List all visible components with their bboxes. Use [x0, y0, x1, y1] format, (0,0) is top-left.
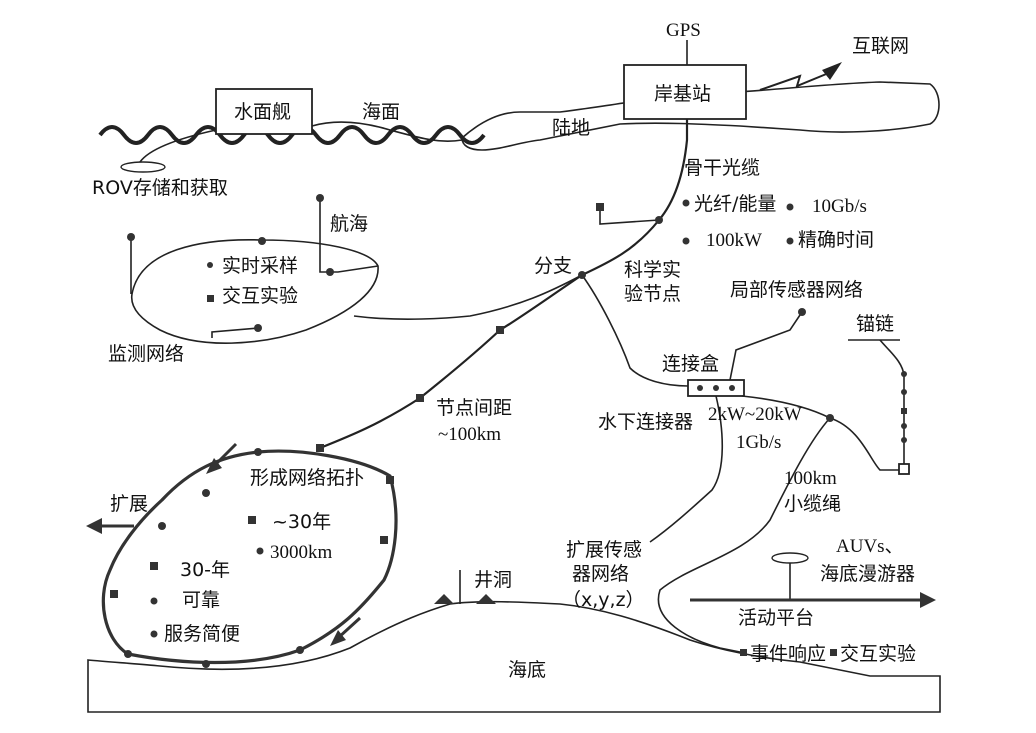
cable-length-label-2: 小缆绳: [784, 493, 841, 515]
monitoring-net-label: 监测网络: [108, 343, 184, 365]
auvs-label-1: AUVs、: [836, 536, 904, 557]
internet-arrowhead: [822, 62, 842, 80]
sea-surface-wave: [98, 125, 486, 145]
borehole-marker-right: [476, 594, 496, 604]
junction-port-3: [729, 385, 735, 391]
backbone-label: 骨干光缆: [684, 157, 760, 179]
expand-label: 扩展: [110, 493, 148, 515]
link-rate-label: 1Gb/s: [736, 432, 781, 453]
seafloor-outline: [87, 600, 941, 713]
auv-arrowhead: [920, 592, 936, 608]
realtime-sampling-label: 实时采样: [222, 255, 298, 277]
surface-ship-label: 水面舰: [234, 101, 291, 123]
anchor-chain-label: 锚链: [856, 313, 894, 335]
borehole-label: 井洞: [474, 569, 512, 591]
shore-station-box: [623, 64, 747, 120]
monitoring-network-area: [130, 238, 379, 344]
internet-link: [759, 69, 837, 91]
bandwidth-label: 10Gb/s: [812, 196, 867, 217]
length-3000-label: 3000km: [270, 542, 333, 563]
rov-tether: [139, 129, 217, 163]
sea-surface-label: 海面: [362, 101, 400, 123]
surface-ship-box: [215, 88, 313, 135]
node-markers: [110, 194, 907, 668]
backbone-cable: [319, 119, 689, 450]
topology-arrowhead: [206, 458, 222, 474]
branch-label: 分支: [534, 255, 572, 277]
small-cable: [657, 417, 831, 653]
shore-station-label: 岸基站: [654, 83, 711, 105]
fiber-power-label: 光纤/能量: [694, 193, 776, 215]
local-sensor-link: [729, 311, 803, 381]
local-sensor-net-label: 局部传感器网络: [730, 279, 863, 301]
power-label: 100kW: [706, 230, 762, 251]
easy-service-label: 服务简便: [164, 623, 240, 645]
science-node-label-2: 验节点: [624, 283, 681, 305]
junction-port-2: [713, 385, 719, 391]
precise-time-label: 精确时间: [798, 229, 874, 251]
interactive-exp-label: 交互实验: [222, 285, 298, 307]
interactive-exp-2-label: 交互实验: [840, 643, 916, 665]
power-range-label: 2kW~20kW: [708, 404, 802, 425]
node-spacing-label-1: 节点间距: [436, 397, 512, 419]
junction-out-cable-left: [649, 395, 724, 543]
internet-label: 互联网: [852, 35, 909, 57]
ext-sensor-label-2: 器网络: [572, 563, 629, 585]
mobile-platform-label: 活动平台: [738, 607, 814, 629]
mooring-anchor: [898, 463, 910, 475]
rov-capsule: [120, 161, 166, 173]
mooring-line: [879, 339, 905, 470]
ext-sensor-label-1: 扩展传感: [566, 539, 642, 561]
junction-box-label: 连接盒: [662, 353, 719, 375]
monitoring-inner-link: [211, 327, 259, 338]
junction-port-1: [697, 385, 703, 391]
ext-sensor-label-3: （x,y,z）: [562, 589, 645, 611]
gps-label: GPS: [666, 20, 701, 41]
navigation-label: 航海: [330, 213, 368, 235]
seafloor-label: 海底: [508, 659, 546, 681]
science-node-label-1: 科学实: [624, 259, 681, 281]
science-branch: [581, 274, 689, 387]
mobile-platform-vehicle: [771, 552, 809, 564]
land-label: 陆地: [552, 117, 590, 139]
reliable-label: 可靠: [182, 589, 220, 611]
auvs-label-2: 海底漫游器: [820, 563, 915, 585]
expand-arrowhead: [86, 518, 102, 534]
land-outline: [461, 81, 940, 151]
cable-length-label-1: 100km: [784, 468, 837, 489]
loop-arrowhead: [330, 630, 346, 646]
underwater-connector-label: 水下连接器: [598, 411, 693, 433]
node-spacing-label-2: ~100km: [438, 424, 501, 445]
topology-arrow-shaft: [212, 442, 238, 468]
event-response-label: 事件响应: [750, 643, 826, 665]
rov-label: ROV存储和获取: [92, 177, 228, 199]
years-30b-label: 30-年: [180, 559, 230, 581]
monitoring-to-branch: [353, 274, 583, 320]
navigation-link: [319, 198, 379, 273]
ship-tether: [311, 121, 463, 143]
borehole-marker-left: [434, 594, 454, 604]
topology-label: 形成网络拓扑: [250, 467, 364, 489]
backbone-side-branch: [599, 207, 660, 225]
years-30a-label: ~30年: [272, 511, 331, 533]
